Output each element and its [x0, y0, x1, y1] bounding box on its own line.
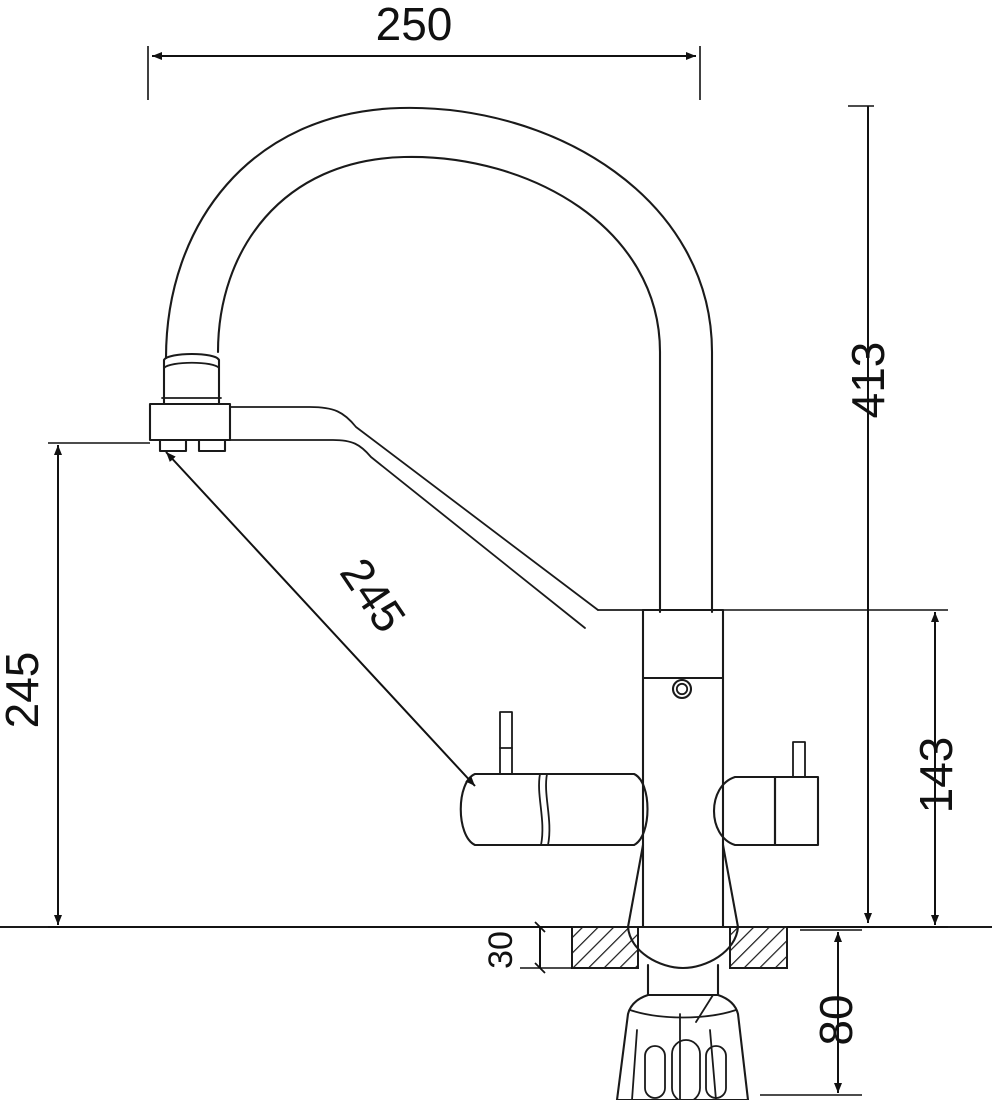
dimension-label-413: 413	[842, 342, 894, 419]
dimension-overall-height: 413	[790, 105, 894, 928]
spout-mount-block	[148, 402, 232, 453]
dimension-overall-width: 250	[147, 0, 701, 100]
dimension-label-143: 143	[910, 737, 962, 814]
dimension-label-30: 30	[482, 931, 520, 969]
dimension-handle-height: 143	[723, 609, 962, 928]
dimension-shank-length: 80	[760, 929, 862, 1096]
left-lever-handle	[459, 711, 649, 847]
swivel-spout-arm	[229, 406, 644, 629]
dimension-label-245-diagonal: 245	[330, 549, 416, 642]
dimension-label-245-vertical: 245	[0, 652, 48, 729]
dimension-label-250: 250	[376, 0, 453, 50]
right-lever-handle	[713, 741, 820, 847]
aerator-head	[161, 353, 222, 406]
dimension-deck-thickness: 30	[482, 921, 572, 974]
dimension-spout-height: 245	[0, 442, 572, 928]
mounting-shank	[615, 925, 750, 1100]
dimension-label-80: 80	[810, 994, 862, 1045]
body-base-flare	[626, 843, 740, 929]
body-column	[641, 608, 725, 929]
gooseneck-arch	[164, 106, 714, 614]
